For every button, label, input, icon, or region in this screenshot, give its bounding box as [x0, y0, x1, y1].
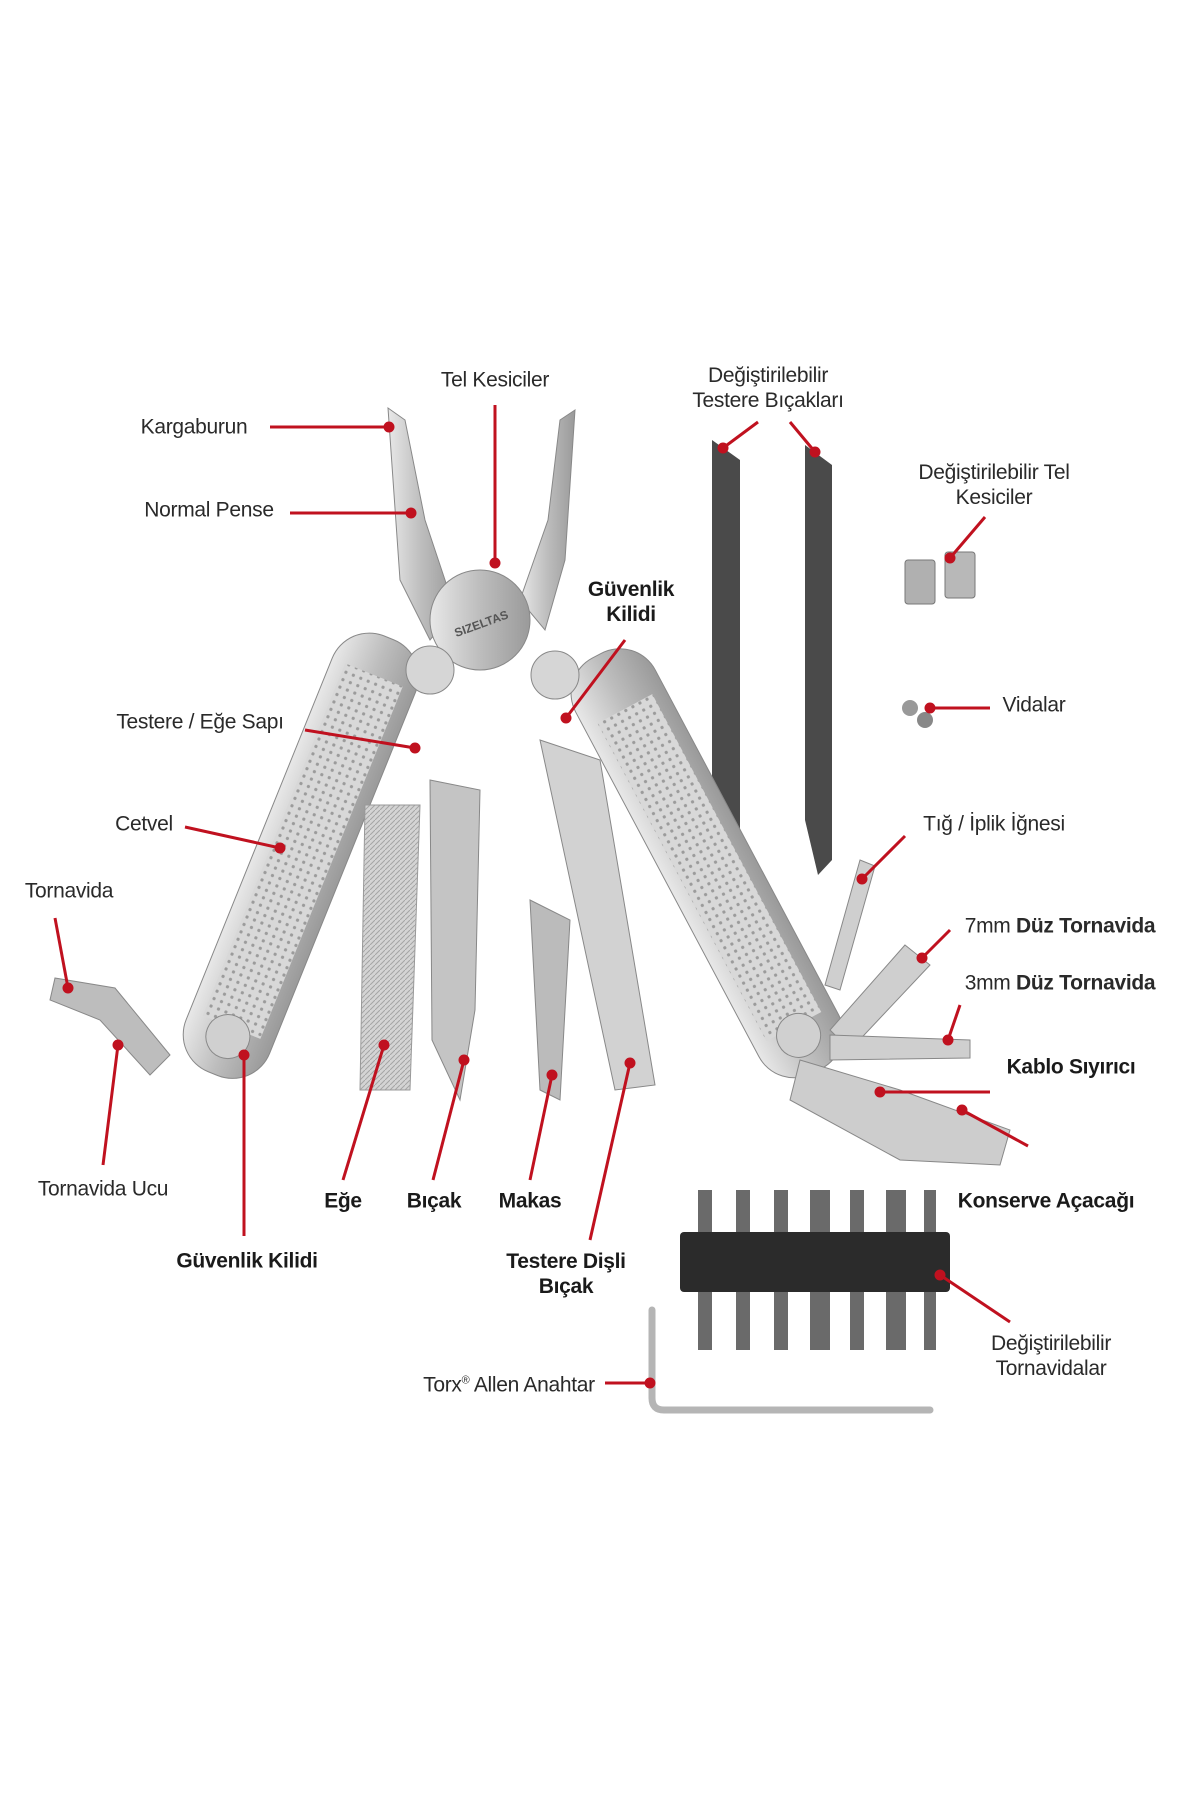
- torx: Torx: [423, 1373, 462, 1397]
- label-konserve: Konserve Açacağı: [957, 1189, 1135, 1213]
- label-allen: Torx® Allen Anahtar: [423, 1369, 595, 1398]
- line-1: Değiştirilebilir Tel: [918, 461, 1070, 484]
- leader-lines: [53, 405, 1029, 1389]
- label-testere-ege-sapi: Testere / Eğe Sapı: [116, 710, 284, 734]
- registered-mark: ®: [461, 1374, 470, 1387]
- label-tornavida: Tornavida: [24, 879, 114, 903]
- label-normal-pense: Normal Pense: [144, 498, 274, 522]
- bold: Düz Tornavida: [1016, 914, 1156, 938]
- scissors: [529, 899, 571, 1101]
- saw-blade-2: [805, 445, 832, 875]
- screw-2: [917, 712, 933, 728]
- knife-blade: [429, 779, 481, 1102]
- wire-cutter-insert-1: [904, 559, 936, 605]
- rest: Allen Anahtar: [469, 1373, 595, 1397]
- wire-cutter-insert-2: [944, 551, 976, 599]
- can-opener: [789, 1059, 1011, 1166]
- bold: Düz Tornavida: [1016, 971, 1156, 995]
- label-ege: Eğe: [324, 1189, 362, 1213]
- pivot-hub: [429, 569, 531, 671]
- needle-nose-jaw-right: [519, 409, 576, 632]
- label-tornavida-ucu: Tornavida Ucu: [37, 1177, 169, 1201]
- line-2: Bıçak: [538, 1275, 594, 1298]
- line-2: Kilidi: [606, 603, 656, 626]
- line-2: Kesiciler: [955, 486, 1033, 509]
- prefix: 7mm: [964, 914, 1011, 938]
- awl: [824, 859, 876, 991]
- screw-1: [902, 700, 918, 716]
- file-tool: [359, 804, 421, 1091]
- saw-blade-1: [712, 440, 740, 870]
- line-1: Testere Dişli: [506, 1250, 626, 1273]
- label-7mm: 7mm Düz Tornavida: [965, 914, 1156, 939]
- label-guvenlik-kilidi-alt: Güvenlik Kilidi: [176, 1249, 318, 1273]
- line-2: Tornavidalar: [995, 1357, 1107, 1380]
- label-tel-kesiciler: Tel Kesiciler: [440, 368, 550, 392]
- label-tig: Tığ / İplik İğnesi: [923, 812, 1065, 836]
- label-bicak: Bıçak: [406, 1189, 462, 1213]
- line-2: Testere Bıçakları: [692, 389, 844, 412]
- label-kargaburun: Kargaburun: [140, 415, 248, 439]
- serrated-blade: [539, 739, 656, 1091]
- line-1: Değiştirilebilir: [990, 1332, 1112, 1355]
- label-cetvel: Cetvel: [115, 812, 173, 836]
- prefix: 3mm: [964, 971, 1011, 995]
- torx-allen-key: [648, 1306, 934, 1414]
- label-vidalar: Vidalar: [1002, 693, 1066, 717]
- label-kablo-siyirici: Kablo Sıyırıcı: [1006, 1055, 1136, 1079]
- line-1: Değiştirilebilir: [707, 364, 829, 387]
- line-1: Güvenlik: [587, 578, 675, 601]
- right-handle: [570, 648, 844, 1079]
- label-makas: Makas: [498, 1189, 562, 1213]
- bit-driver: [49, 977, 171, 1076]
- flat-screwdriver-3mm: [829, 1034, 971, 1061]
- label-3mm: 3mm Düz Tornavida: [965, 971, 1156, 996]
- left-handle: [182, 632, 420, 1079]
- bit-holder: [680, 1190, 950, 1350]
